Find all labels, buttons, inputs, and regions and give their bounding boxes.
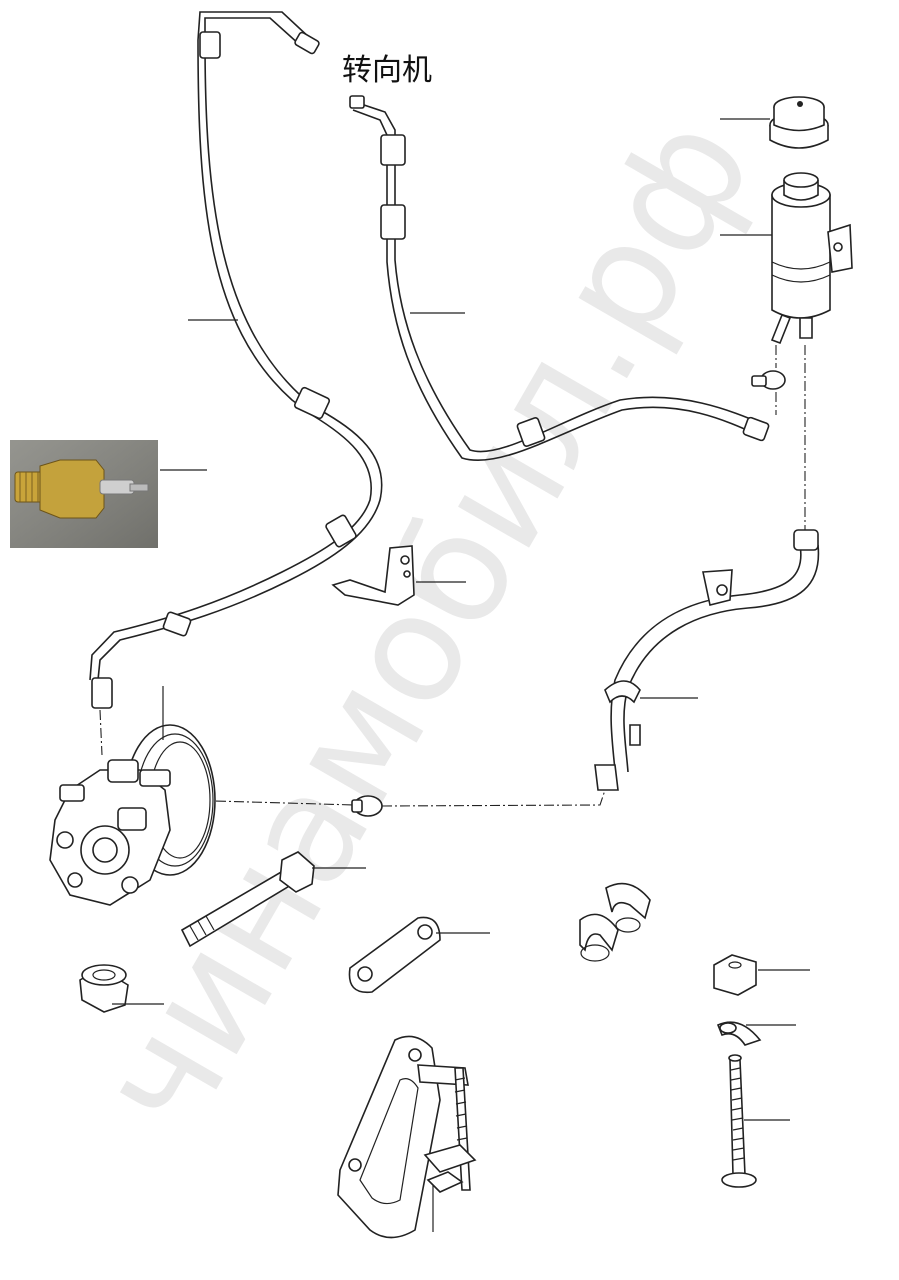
assembly-line xyxy=(99,709,103,756)
pressure-line-to-gear[interactable] xyxy=(349,95,770,462)
hose-bracket[interactable] xyxy=(331,545,415,606)
reservoir-cap[interactable] xyxy=(769,96,829,149)
long-stud[interactable] xyxy=(721,1054,757,1188)
high-pressure-hose[interactable] xyxy=(89,11,383,709)
square-nut[interactable] xyxy=(713,954,757,996)
wing-washer[interactable] xyxy=(716,1021,762,1046)
assembly-line xyxy=(179,789,606,807)
hose-clamp-upper[interactable] xyxy=(751,370,786,390)
long-bolt[interactable] xyxy=(180,851,315,948)
pressure-sensor-photo xyxy=(10,440,158,548)
tensioner-bracket[interactable] xyxy=(337,1035,477,1239)
spacer-bushing[interactable] xyxy=(79,964,129,1013)
fluid-reservoir[interactable] xyxy=(770,172,853,345)
return-hose[interactable] xyxy=(594,529,820,791)
steering-gear-label: 转向机 xyxy=(342,53,432,88)
double-clip[interactable] xyxy=(579,882,651,962)
power-steering-pump[interactable] xyxy=(49,724,216,906)
return-fitting[interactable] xyxy=(351,795,383,817)
link-plate[interactable] xyxy=(348,916,441,994)
